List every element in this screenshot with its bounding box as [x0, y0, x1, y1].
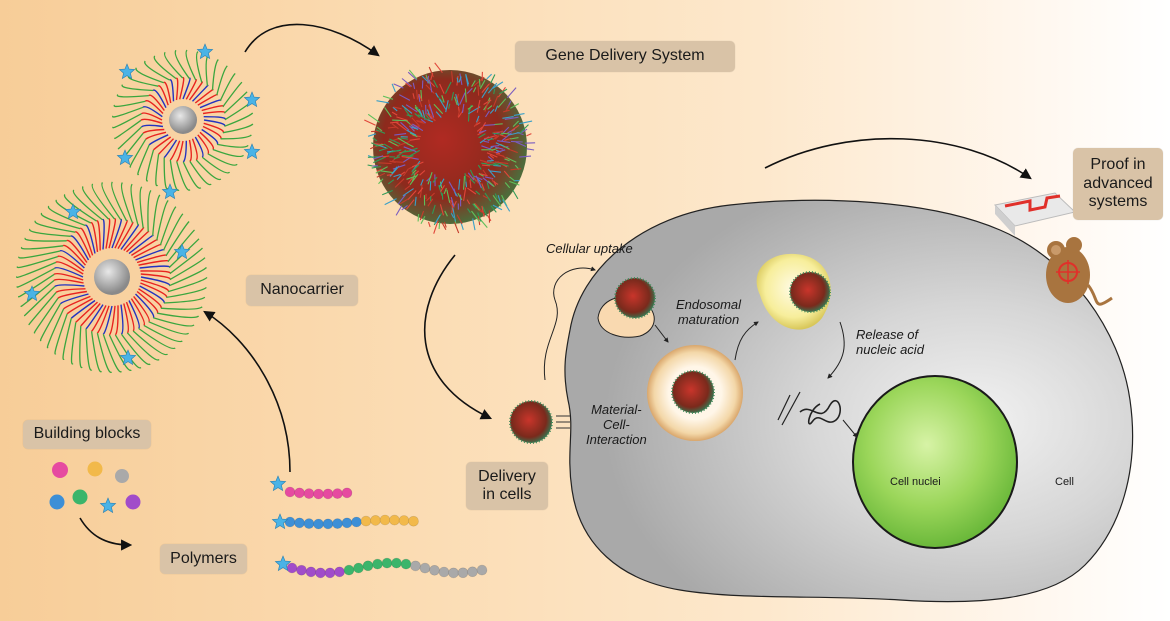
star-icon — [119, 349, 137, 366]
building-blocks-label: Building blocks — [23, 420, 151, 449]
cellular-uptake-annotation: Cellular uptake — [546, 241, 633, 256]
arrow-blocks-to-polymers — [79, 517, 133, 551]
star-icon — [99, 497, 117, 514]
star-icon — [23, 285, 41, 302]
arrow-system-to-delivery — [423, 254, 493, 420]
polymers-label: Polymers — [160, 544, 247, 574]
endosomal-maturation-annotation: Endosomal maturation — [676, 297, 742, 327]
nanocarrier-label: Nanocarrier — [246, 275, 358, 306]
polymer-chains — [284, 486, 488, 579]
release-nucleic-acid-annotation: Release of nucleic acid — [856, 327, 924, 357]
star-ligands — [23, 43, 292, 572]
star-icon — [269, 475, 287, 492]
building-block-beads — [49, 461, 141, 510]
gene-delivery-particle — [364, 62, 536, 234]
particle-uptake — [614, 277, 656, 319]
cell-nuclei-text: Cell nuclei — [890, 476, 941, 488]
microfluidic-chip-icon — [994, 192, 1077, 236]
interaction-lines — [556, 415, 570, 429]
star-icon — [116, 149, 134, 166]
nanocarrier-micelle — [16, 181, 208, 373]
star-icon — [271, 513, 289, 530]
arrow-nanocarrier-to-system — [244, 23, 380, 57]
delivery-in-cells-label: Delivery in cells — [466, 462, 548, 510]
star-icon — [118, 63, 136, 80]
proof-advanced-systems-label: Proof in advanced systems — [1073, 148, 1163, 220]
arrow-polymers-to-nanocarrier — [203, 310, 291, 473]
nucleic-acid-strand — [777, 391, 801, 426]
gene-delivery-system-label: Gene Delivery System — [515, 41, 735, 72]
cell-nucleus — [852, 375, 1018, 549]
star-icon — [243, 143, 261, 160]
nucleic-acid-coil — [799, 399, 841, 425]
star-icon — [161, 183, 179, 200]
star-icon — [196, 43, 214, 60]
particle-late-endosome — [789, 271, 831, 313]
cell-text: Cell — [1055, 476, 1074, 488]
star-icon — [173, 243, 191, 260]
nanocarrier-star-micelle — [112, 49, 254, 191]
particle-endosome — [671, 370, 715, 414]
arrow-to-proof — [764, 137, 1032, 180]
star-icon — [274, 555, 292, 572]
star-icon — [243, 91, 261, 108]
mouse-icon — [1046, 237, 1113, 306]
star-icon — [64, 203, 82, 220]
particle-delivery — [509, 400, 553, 444]
material-cell-interaction-annotation: Material- Cell- Interaction — [586, 402, 647, 447]
